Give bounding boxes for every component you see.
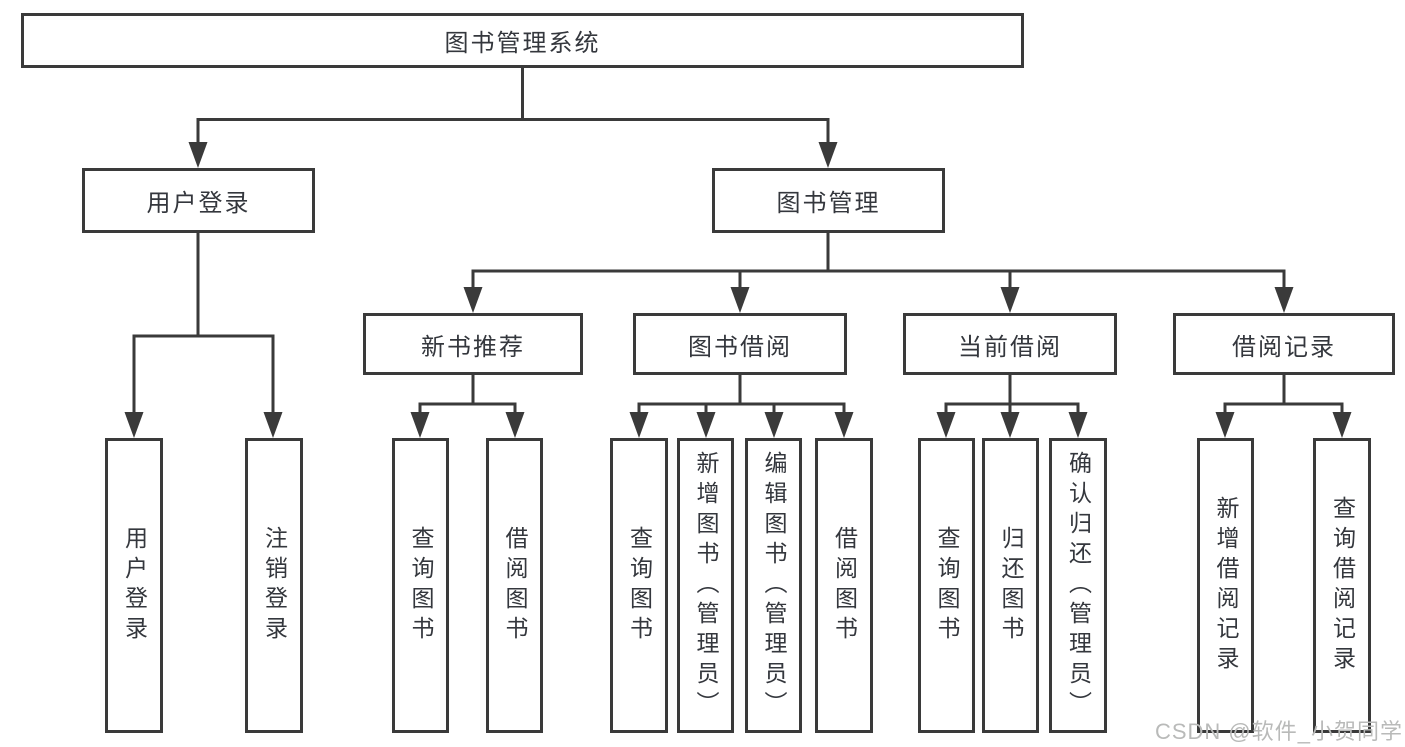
arrowhead-down-icon: [1068, 412, 1088, 438]
leaf-query-books-borrowing: 查询图书: [610, 438, 668, 733]
arrowhead-down-icon: [818, 142, 838, 168]
node-borrowing-records: 借阅记录: [1173, 313, 1395, 375]
arrowhead-down-icon: [1274, 287, 1294, 313]
arrowhead-down-icon: [1000, 412, 1020, 438]
leaf-confirm-return-admin: 确认归还（管理员）: [1049, 438, 1107, 733]
arrowhead-down-icon: [1332, 412, 1352, 438]
arrowhead-down-icon: [629, 412, 649, 438]
leaf-edit-books-admin: 编辑图书（管理员）: [745, 438, 802, 733]
arrowhead-down-icon: [834, 412, 854, 438]
arrowhead-down-icon: [188, 142, 208, 168]
arrowhead-down-icon: [764, 412, 784, 438]
arrowhead-down-icon: [505, 412, 525, 438]
leaf-return-books: 归还图书: [982, 438, 1039, 733]
arrowhead-down-icon: [463, 287, 483, 313]
node-user-login: 用户登录: [82, 168, 315, 233]
node-book-borrowing: 图书借阅: [633, 313, 847, 375]
arrowhead-down-icon: [263, 412, 283, 438]
leaf-query-books-current: 查询图书: [918, 438, 975, 733]
arrowhead-down-icon: [1000, 287, 1020, 313]
leaf-logout: 注销登录: [245, 438, 303, 733]
node-library-management-system: 图书管理系统: [21, 13, 1024, 68]
leaf-borrow-books-borrowing: 借阅图书: [815, 438, 873, 733]
leaf-query-books-recommend: 查询图书: [392, 438, 449, 733]
arrowhead-down-icon: [1215, 412, 1235, 438]
node-new-book-recommendation: 新书推荐: [363, 313, 583, 375]
arrowhead-down-icon: [730, 287, 750, 313]
node-book-management: 图书管理: [712, 168, 945, 233]
arrowhead-down-icon: [410, 412, 430, 438]
leaf-user-login: 用户登录: [105, 438, 163, 733]
arrowhead-down-icon: [936, 412, 956, 438]
csdn-watermark: CSDN @软件_小贺同学: [1154, 719, 1403, 744]
leaf-add-books-admin: 新增图书（管理员）: [677, 438, 734, 733]
arrowhead-down-icon: [124, 412, 144, 438]
node-current-borrowing: 当前借阅: [903, 313, 1117, 375]
leaf-add-borrow-record: 新增借阅记录: [1197, 438, 1254, 733]
leaf-query-borrow-record: 查询借阅记录: [1313, 438, 1371, 733]
arrowhead-down-icon: [696, 412, 716, 438]
leaf-borrow-books-recommend: 借阅图书: [486, 438, 543, 733]
